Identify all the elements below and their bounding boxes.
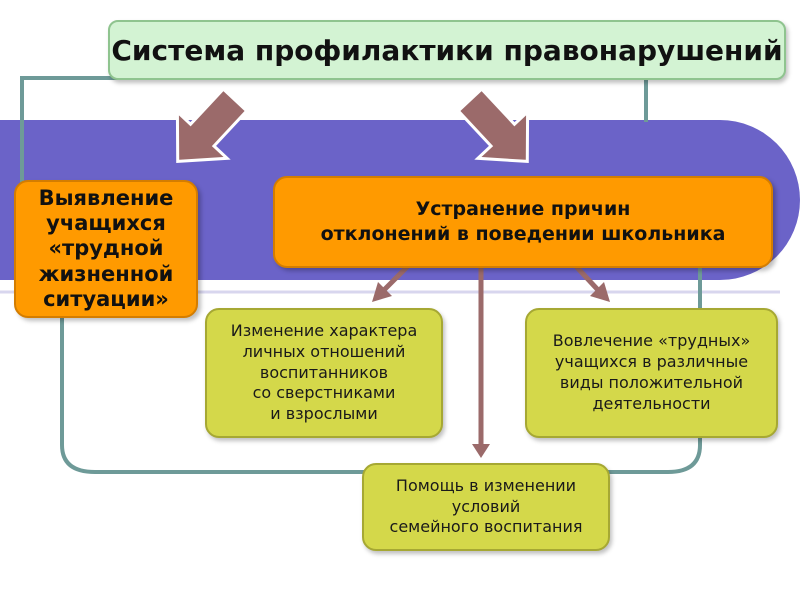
involve-activities-box: Вовлечение «трудных» учащихся в различны… xyxy=(525,308,778,438)
arrow-left-head xyxy=(372,282,392,302)
eliminate-causes-box: Устранение причин отклонений в поведении… xyxy=(273,176,773,268)
arrow-to-identify xyxy=(175,86,249,164)
change-relations-box: Изменение характера личных отношений вос… xyxy=(205,308,443,438)
arrow-to-eliminate xyxy=(456,86,530,164)
arrow-down-head xyxy=(472,444,490,458)
diagram-title: Система профилактики правонарушений xyxy=(108,20,786,80)
family-help-box: Помощь в изменении условий семейного вос… xyxy=(362,463,610,551)
identify-students-box: Выявление учащихся «трудной жизненной си… xyxy=(14,180,198,318)
arrow-right-head xyxy=(590,282,610,302)
